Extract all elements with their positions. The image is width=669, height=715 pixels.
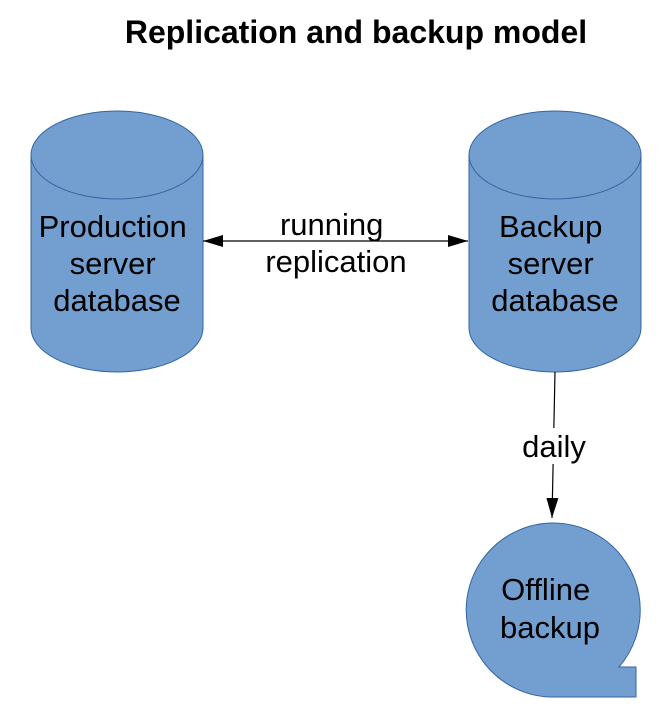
daily-edge: daily <box>517 371 591 519</box>
daily-label-background <box>517 428 591 464</box>
offline-label: Offline backup <box>500 572 600 645</box>
production-cylinder-top <box>30 110 204 200</box>
backup-label-line-3: database <box>491 283 619 318</box>
offline-label-line-1: Offline <box>501 572 590 607</box>
offline-storage-shape <box>465 522 641 698</box>
production-label-line-2: server <box>70 246 156 281</box>
backup-label-line-1: Backup <box>499 209 602 244</box>
offline-backup-node: Offline backup <box>465 522 641 698</box>
backup-label: Backup server database <box>491 209 619 318</box>
production-label-line-3: database <box>53 283 181 318</box>
offline-label-line-2: backup <box>500 610 600 645</box>
replication-label-line-2: replication <box>265 244 406 279</box>
daily-edge-label: daily <box>522 429 586 464</box>
backup-label-line-2: server <box>508 246 594 281</box>
replication-label-line-1: running <box>280 207 383 242</box>
diagram-title: Replication and backup model <box>124 14 588 50</box>
replication-edge: running replication <box>203 207 468 279</box>
backup-database-node: Backup server database <box>468 110 642 373</box>
production-database-node: Production server database <box>30 110 204 373</box>
production-label-line-1: Production <box>39 209 187 244</box>
production-label: Production server database <box>39 209 196 318</box>
replication-edge-label: running replication <box>265 207 406 279</box>
backup-cylinder-body <box>468 155 642 373</box>
backup-cylinder-top <box>468 110 642 200</box>
production-cylinder-body <box>30 155 204 373</box>
